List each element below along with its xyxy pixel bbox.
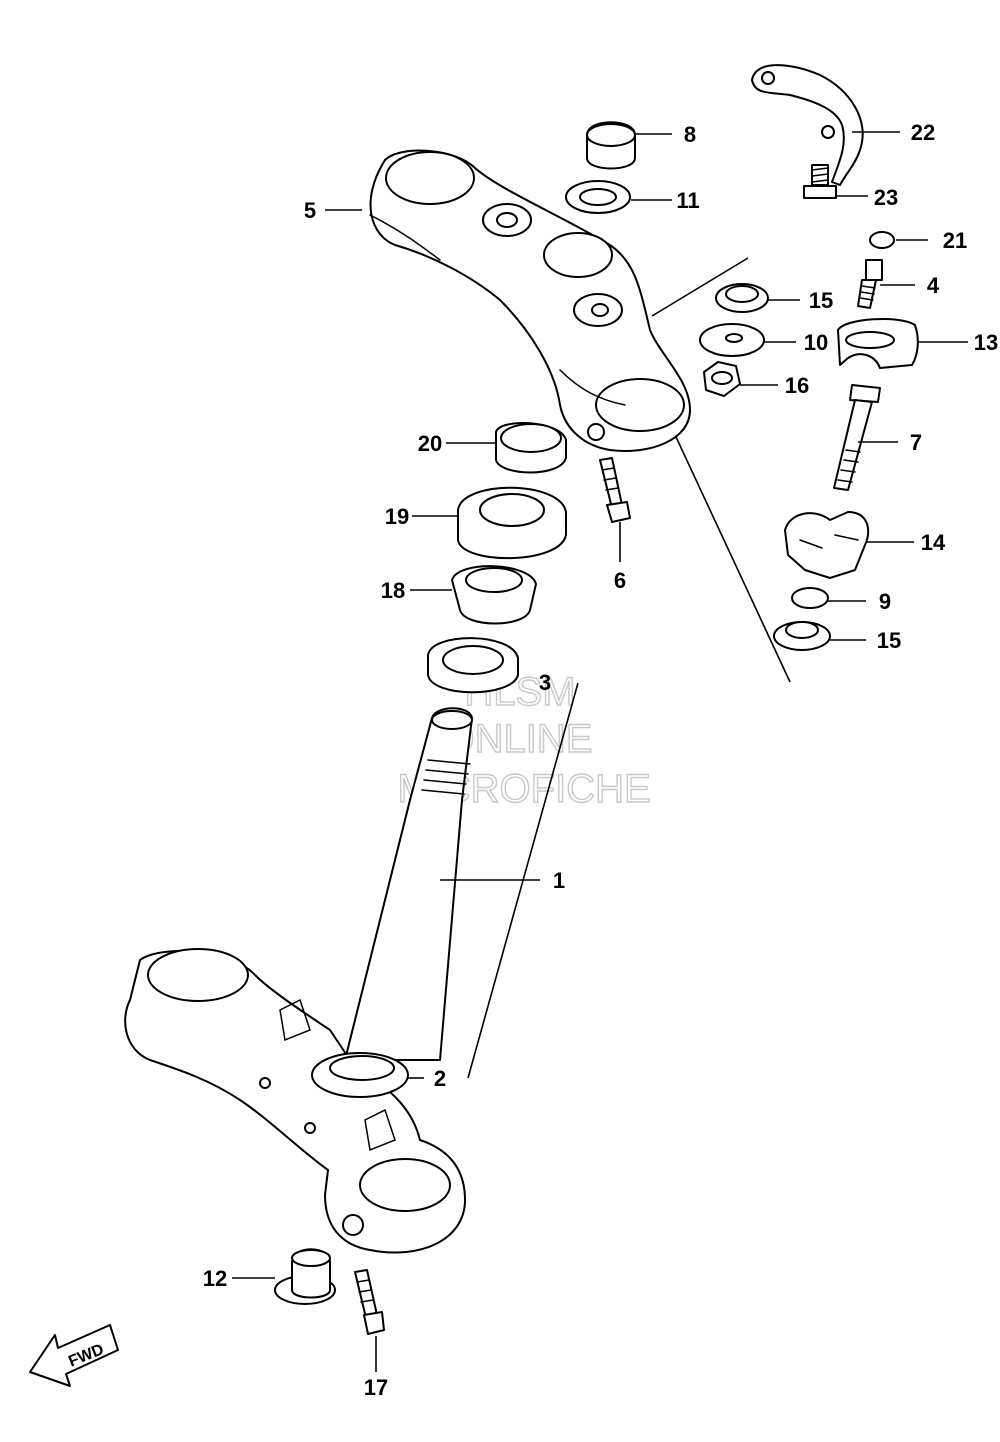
leader-lines: [232, 131, 968, 1372]
callout-labels: 5 8 11 22 23 21 4 15 10 13 16 7 20 19 6 …: [203, 120, 998, 1400]
callout-8: 8: [684, 122, 696, 147]
callout-20: 20: [418, 431, 442, 456]
handlebar-holder-lower-14[interactable]: [784, 511, 870, 579]
callout-9: 9: [879, 589, 891, 614]
cap-8[interactable]: [586, 121, 636, 170]
fwd-arrow-icon: FWD: [29, 1324, 119, 1387]
callout-15-upper: 15: [809, 288, 833, 313]
callout-16: 16: [785, 373, 809, 398]
lock-nut-20[interactable]: [495, 422, 567, 474]
cap-12[interactable]: [274, 1248, 336, 1305]
long-bolt-7[interactable]: [833, 384, 881, 491]
callout-12: 12: [203, 1266, 227, 1291]
bushing-15-upper[interactable]: [715, 283, 769, 313]
washer-10[interactable]: [699, 323, 765, 357]
callout-1: 1: [553, 868, 565, 893]
bracket-22[interactable]: [751, 64, 864, 186]
callout-6: 6: [614, 568, 626, 593]
race-3[interactable]: [427, 637, 519, 694]
callout-19: 19: [385, 504, 409, 529]
callout-14: 14: [921, 530, 946, 555]
callout-18: 18: [381, 578, 405, 603]
seal-2[interactable]: [311, 1052, 409, 1098]
bearing-18[interactable]: [451, 565, 537, 625]
callout-21: 21: [943, 228, 967, 253]
upper-triple-clamp[interactable]: [369, 149, 691, 452]
callout-17: 17: [364, 1375, 388, 1400]
axis-line-bracket-top: [651, 257, 749, 317]
washer-9[interactable]: [791, 587, 829, 609]
bolt-17[interactable]: [354, 1269, 385, 1335]
bushing-15-lower[interactable]: [773, 621, 831, 651]
callout-7: 7: [910, 430, 922, 455]
callout-15-lower: 15: [877, 628, 901, 653]
washer-11[interactable]: [565, 180, 631, 214]
bolt-4[interactable]: [857, 259, 883, 309]
callout-11: 11: [676, 188, 699, 213]
nut-16[interactable]: [703, 361, 741, 397]
handlebar-holder-upper-13[interactable]: [837, 317, 919, 369]
callout-5: 5: [304, 198, 316, 223]
bolt-23[interactable]: [803, 164, 837, 199]
callout-23: 23: [874, 185, 898, 210]
bolt-6[interactable]: [599, 457, 631, 523]
steering-stem-1[interactable]: [124, 707, 473, 1254]
callout-2: 2: [434, 1066, 446, 1091]
cap-21[interactable]: [869, 231, 895, 249]
dust-seal-19[interactable]: [457, 486, 567, 560]
callout-13: 13: [974, 330, 998, 355]
callout-22: 22: [911, 120, 935, 145]
callout-4: 4: [927, 273, 940, 298]
callout-3: 3: [539, 670, 551, 695]
callout-10: 10: [804, 330, 828, 355]
